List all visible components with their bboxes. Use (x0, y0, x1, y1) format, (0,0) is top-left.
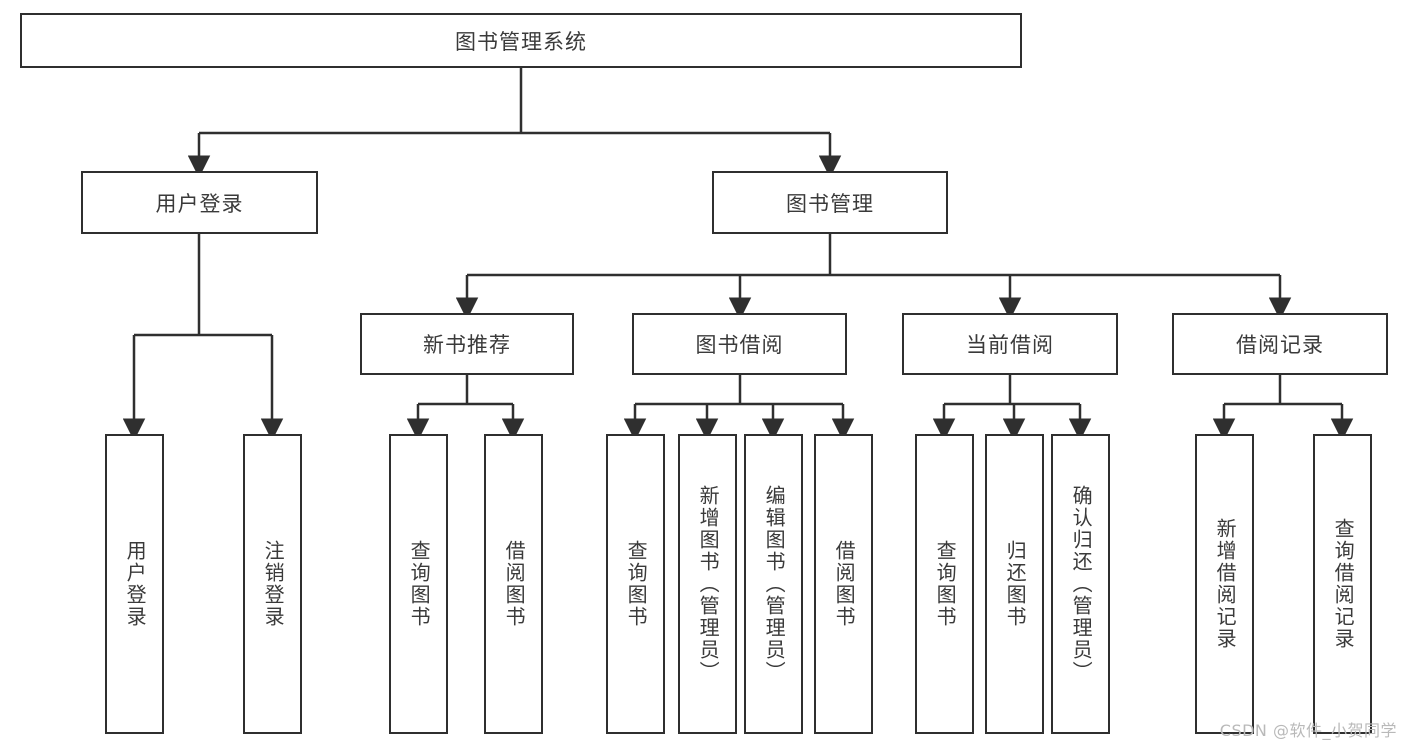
leaf-borrow-book[interactable]: 借阅图书 (814, 434, 873, 734)
csdn-watermark: CSDN @软件_小贺同学 (1219, 721, 1397, 740)
leaf-current-query-book[interactable]: 查询图书 (915, 434, 974, 734)
node-root[interactable]: 图书管理系统 (20, 13, 1022, 68)
node-borrow-record-label: 借阅记录 (1236, 333, 1324, 357)
node-book-borrow-label: 图书借阅 (695, 333, 784, 357)
node-root-label: 图书管理系统 (455, 29, 587, 54)
node-new-book-recommend-label: 新书推荐 (423, 333, 511, 357)
leaf-recommend-borrow-book[interactable]: 借阅图书 (484, 434, 543, 734)
leaf-logout[interactable]: 注销登录 (243, 434, 302, 734)
node-book-borrow[interactable]: 图书借阅 (632, 313, 847, 375)
leaf-add-book-admin[interactable]: 新增图书（管理员） (678, 434, 737, 734)
node-book-management-label: 图书管理 (786, 191, 874, 216)
node-current-borrow-label: 当前借阅 (966, 333, 1054, 357)
node-current-borrow[interactable]: 当前借阅 (902, 313, 1118, 375)
leaf-user-login[interactable]: 用户登录 (105, 434, 164, 734)
leaf-current-query-book-label: 查询图书 (933, 540, 958, 628)
leaf-edit-book-admin-label: 编辑图书（管理员） (762, 485, 787, 683)
node-user-login[interactable]: 用户登录 (81, 171, 318, 234)
leaf-confirm-return-admin[interactable]: 确认归还（管理员） (1051, 434, 1110, 734)
leaf-add-borrow-record-label: 新增借阅记录 (1213, 518, 1238, 650)
leaf-add-book-admin-label: 新增图书（管理员） (696, 485, 721, 683)
leaf-recommend-borrow-book-label: 借阅图书 (502, 540, 527, 628)
leaf-query-borrow-record-label: 查询借阅记录 (1331, 518, 1356, 650)
leaf-confirm-return-admin-label: 确认归还（管理员） (1069, 485, 1094, 683)
node-user-login-label: 用户登录 (155, 191, 244, 216)
leaf-edit-book-admin[interactable]: 编辑图书（管理员） (744, 434, 803, 734)
leaf-logout-label: 注销登录 (261, 540, 286, 628)
leaf-borrow-query-book-label: 查询图书 (624, 540, 649, 628)
leaf-borrow-query-book[interactable]: 查询图书 (606, 434, 665, 734)
leaf-return-book-label: 归还图书 (1003, 540, 1028, 628)
node-book-management[interactable]: 图书管理 (712, 171, 948, 234)
leaf-query-borrow-record[interactable]: 查询借阅记录 (1313, 434, 1372, 734)
leaf-borrow-book-label: 借阅图书 (832, 540, 857, 628)
leaf-recommend-query-book-label: 查询图书 (407, 540, 432, 628)
node-borrow-record[interactable]: 借阅记录 (1172, 313, 1388, 375)
leaf-return-book[interactable]: 归还图书 (985, 434, 1044, 734)
leaf-recommend-query-book[interactable]: 查询图书 (389, 434, 448, 734)
node-new-book-recommend[interactable]: 新书推荐 (360, 313, 574, 375)
leaf-user-login-label: 用户登录 (123, 540, 148, 628)
leaf-add-borrow-record[interactable]: 新增借阅记录 (1195, 434, 1254, 734)
